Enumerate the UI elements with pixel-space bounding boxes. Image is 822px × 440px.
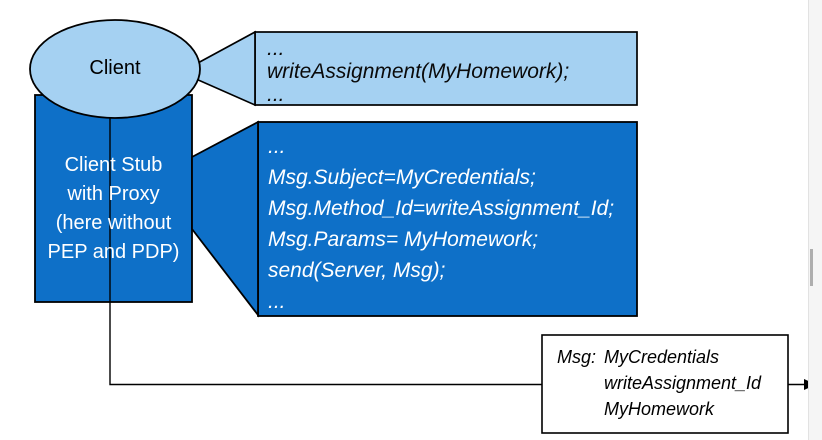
message-box-text: Msg: MyCredentials writeAssignment_Id My… <box>557 344 761 422</box>
message-box-indent <box>557 370 604 396</box>
call-callout-code-line: writeAssignment(MyHomework); <box>267 60 570 83</box>
message-box-row: writeAssignment_Id <box>557 370 761 396</box>
message-box-row: Msg: MyCredentials <box>557 344 761 370</box>
stub-callout-code-line: ... <box>268 290 286 313</box>
message-box-label: Msg: <box>557 347 597 367</box>
message-box-value: MyCredentials <box>604 347 720 367</box>
client-stub-label-line: with Proxy <box>67 183 160 205</box>
stub-callout-code-line: Msg.Params= MyHomework; <box>268 228 539 251</box>
stub-callout-text: ... Msg.Subject=MyCredentials; Msg.Metho… <box>268 131 614 317</box>
message-box-value: writeAssignment_Id <box>604 373 762 393</box>
message-box-row: MyHomework <box>557 396 761 422</box>
call-callout-pointer <box>195 30 256 107</box>
stub-callout-code-line: send(Server, Msg); <box>268 259 446 282</box>
scrollbar-track[interactable] <box>808 0 822 440</box>
stub-callout-box <box>257 121 638 317</box>
client-label: Client <box>89 57 141 79</box>
message-box-indent <box>557 396 604 422</box>
client-stub-label-line: PEP and PDP) <box>47 241 180 263</box>
call-callout-box <box>254 31 638 106</box>
stub-callout-code-line: ... <box>268 135 286 158</box>
client-ellipse <box>29 19 201 119</box>
message-box-value: MyHomework <box>604 399 715 419</box>
client-stub-label: Client Stub with Proxy (here without PEP… <box>35 151 192 267</box>
call-callout-text: ... writeAssignment(MyHomework); ... <box>267 37 569 106</box>
client-stub-label-line: (here without <box>55 212 172 234</box>
message-box <box>541 334 789 434</box>
call-callout-code-line: ... <box>267 37 285 60</box>
connector-line <box>109 116 543 386</box>
stub-callout-code-line: Msg.Subject=MyCredentials; <box>268 166 536 189</box>
stub-callout-pointer <box>191 120 259 318</box>
call-callout-code-line: ... <box>267 83 285 106</box>
client-stub-box <box>34 94 193 303</box>
stub-callout-code-line: Msg.Method_Id=writeAssignment_Id; <box>268 197 615 220</box>
scrollbar-thumb[interactable] <box>810 249 813 286</box>
client-stub-label-line: Client Stub <box>64 154 163 176</box>
